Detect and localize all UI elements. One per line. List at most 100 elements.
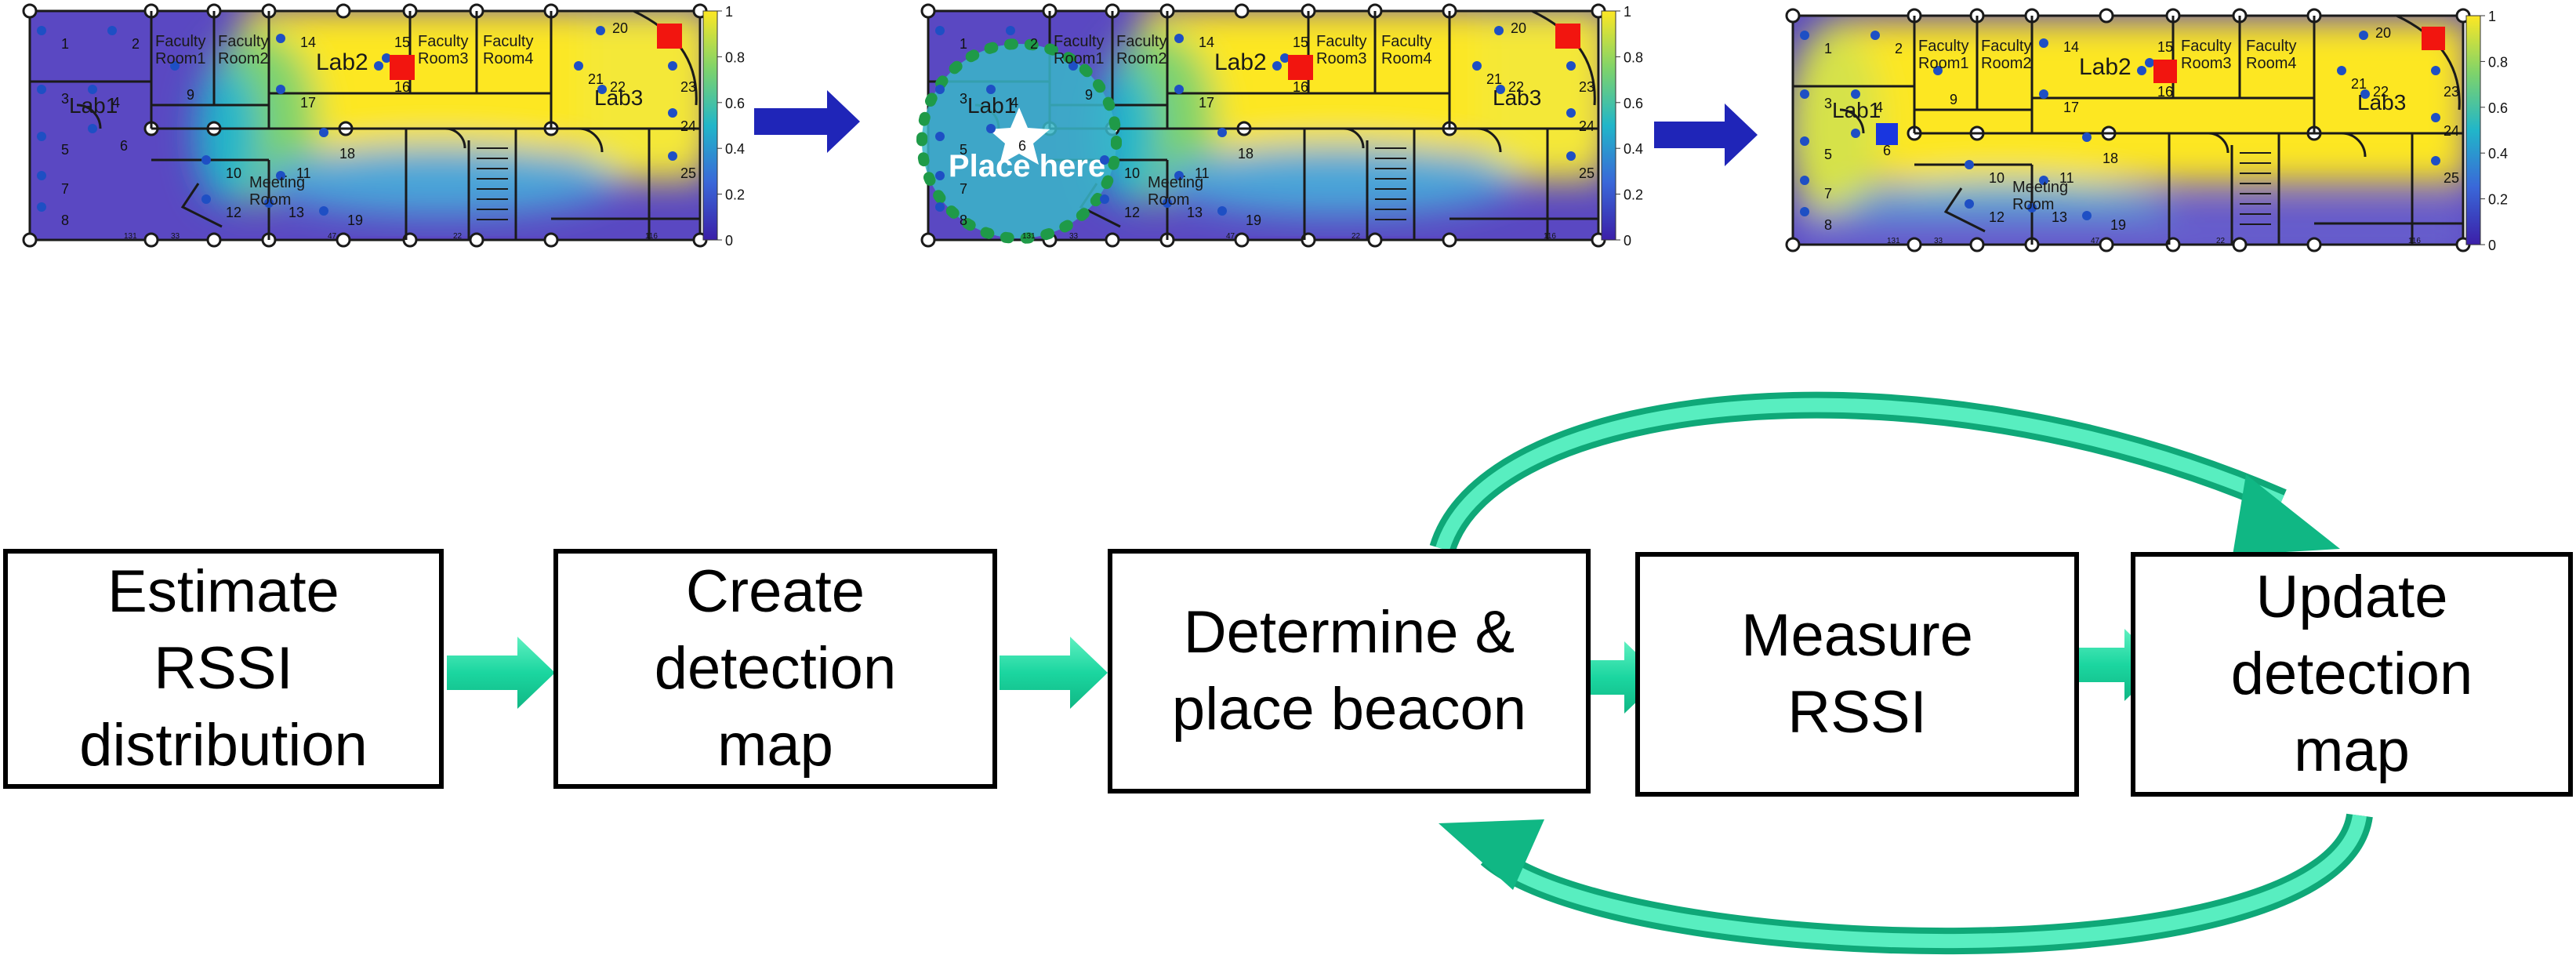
beacon-marker	[1555, 24, 1580, 49]
room-label-faculty3: Faculty	[418, 33, 468, 50]
sensor-point	[1800, 207, 1809, 216]
sensor-point	[276, 85, 285, 94]
flow-box-label: Update detection map	[2230, 564, 2473, 784]
room-label-faculty3: Room3	[2181, 55, 2231, 72]
sensor-point	[2431, 113, 2440, 122]
point-label: 2	[132, 36, 140, 52]
colorbar-2: 10.80.60.40.20	[1601, 4, 1643, 249]
sensor-point	[2431, 156, 2440, 165]
point-label: 20	[2375, 25, 2391, 41]
point-label: 8	[1824, 217, 1832, 233]
colorbar-tick-label: 0.2	[2488, 192, 2508, 208]
sensor-point	[1851, 89, 1860, 99]
arrowhead-icon	[2233, 474, 2340, 555]
point-label: 2	[1030, 36, 1038, 52]
point-label: 3	[61, 91, 69, 107]
sensor-point	[37, 171, 46, 180]
room-label-faculty3: Room3	[1316, 50, 1366, 67]
room-label-meeting: Meeting	[249, 174, 305, 191]
colorbar-tick-label: 0	[725, 233, 733, 249]
room-label-lab1: Lab1	[1832, 98, 1881, 122]
loop-arrow-bottom	[1439, 812, 2373, 955]
room-label-meeting: Meeting	[1148, 174, 1203, 191]
point-label: 5	[61, 142, 69, 158]
colorbar-tick-label: 0	[1624, 233, 1631, 249]
sensor-point	[596, 26, 605, 35]
room-label-faculty2: Faculty	[218, 33, 268, 50]
point-label: 25	[2444, 170, 2459, 186]
sensor-point	[1870, 31, 1880, 40]
room-label-faculty4: Faculty	[2246, 38, 2296, 55]
sensor-point	[374, 61, 383, 71]
room-label-lab3: Lab3	[1493, 85, 1541, 110]
sensor-point	[986, 85, 996, 94]
heatmap-panel-initial	[30, 11, 700, 240]
room-label-lab2: Lab2	[316, 49, 368, 75]
plan-mark: 33	[171, 232, 180, 241]
colorbar-gradient	[1601, 10, 1616, 241]
sensor-point	[2360, 89, 2370, 99]
point-label: 19	[2110, 217, 2126, 233]
point-label: 17	[2063, 100, 2079, 115]
flow-arrow-icon	[1000, 637, 1108, 709]
sensor-point	[668, 151, 677, 161]
beacon-marker	[1288, 55, 1313, 80]
point-label: 11	[1195, 165, 1210, 181]
sensor-point	[201, 155, 211, 165]
point-label: 24	[2444, 123, 2459, 139]
room-label-faculty2: Room2	[1116, 50, 1166, 67]
colorbar-tick-label: 0.6	[725, 96, 745, 111]
colorbar-1: 10.80.60.40.20	[702, 4, 745, 249]
point-label: 1	[960, 36, 967, 52]
sensor-point	[1272, 61, 1282, 71]
point-label: 6	[120, 138, 128, 154]
point-label: 15	[2157, 39, 2173, 55]
sensor-point	[2039, 176, 2048, 185]
sensor-point	[37, 132, 46, 141]
point-label: 15	[394, 34, 410, 50]
room-label-lab1: Lab1	[69, 93, 118, 118]
point-label: 1	[1824, 41, 1832, 56]
sensor-point	[1280, 53, 1290, 63]
flow-box-measure: Measure RSSI	[1635, 552, 2079, 797]
sensor-point	[1100, 194, 1109, 204]
colorbar-tick-label: 0.2	[725, 187, 745, 203]
loop-arrow-top	[1429, 391, 2340, 555]
sensor-point	[1472, 61, 1482, 71]
sensor-point	[668, 108, 677, 118]
point-label: 23	[2444, 84, 2459, 100]
next-arrow-icon	[754, 90, 860, 153]
sensor-point	[935, 202, 945, 212]
point-label: 14	[300, 34, 316, 50]
point-label: 5	[960, 142, 967, 158]
point-label: 9	[187, 87, 194, 103]
colorbar-tick-label: 0.2	[1624, 187, 1643, 203]
next-arrow-icon	[1654, 104, 1758, 166]
point-label: 23	[1579, 79, 1595, 95]
room-label-faculty1: Faculty	[1054, 33, 1104, 50]
point-label: 23	[680, 79, 696, 95]
sensor-point	[1494, 26, 1504, 35]
plan-mark: 22	[453, 232, 463, 241]
room-label-faculty1: Room1	[1918, 55, 1968, 72]
room-label-faculty4: Faculty	[1381, 33, 1431, 50]
point-label: 8	[960, 212, 967, 228]
sensor-point	[1800, 176, 1809, 185]
sensor-point	[1566, 108, 1576, 118]
sensor-point	[1174, 85, 1184, 94]
room-label-faculty1: Room1	[1054, 50, 1104, 67]
plan-mark: 33	[1934, 237, 1943, 245]
point-label: 11	[296, 165, 311, 181]
star-icon	[989, 107, 1050, 165]
sensor-point	[1100, 155, 1109, 165]
sensor-point	[88, 124, 97, 133]
flow-box-update: Update detection map	[2131, 552, 2573, 797]
point-label: 13	[2052, 209, 2067, 225]
sensor-point	[2145, 58, 2154, 67]
point-label: 5	[1824, 147, 1832, 162]
point-label: 9	[1085, 87, 1093, 103]
sensor-point	[1965, 160, 1974, 169]
room-label-faculty2: Room2	[1981, 55, 2031, 72]
sensor-point	[319, 128, 328, 137]
